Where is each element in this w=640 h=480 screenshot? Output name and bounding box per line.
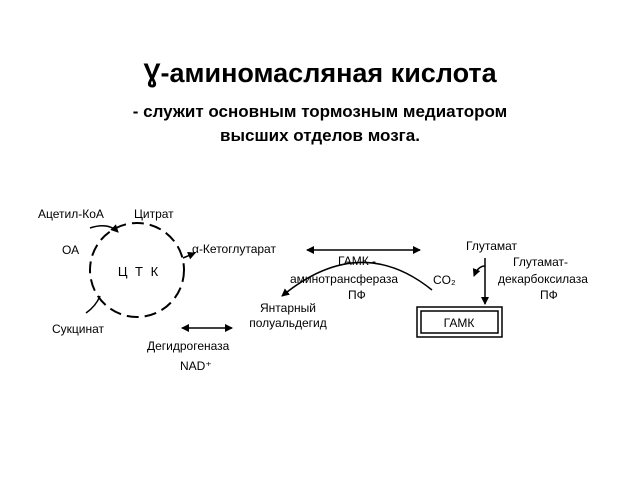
label-co2: CO₂ bbox=[433, 273, 456, 287]
gaba-box-outer bbox=[416, 306, 503, 338]
label-gaba: ГАМК bbox=[444, 316, 475, 330]
label-glutamate-decarboxylase: декарбоксилаза bbox=[498, 272, 588, 286]
slide-subtitle: - служит основным тормозным медиатором в… bbox=[0, 100, 640, 148]
label-citrate: Цитрат bbox=[134, 207, 174, 221]
slide-title: Ɣ-аминомасляная кислота bbox=[143, 58, 497, 88]
label-succinic-semialdehyde: Янтарный bbox=[260, 301, 316, 315]
succinate-exit-curve bbox=[85, 295, 101, 314]
co2-release-arrow bbox=[472, 265, 486, 277]
label-alpha-ketoglutarate: α-Кетоглутарат bbox=[192, 242, 276, 256]
gaba-box-inner bbox=[420, 310, 499, 334]
label-glutamate: Глутамат bbox=[466, 239, 518, 253]
label-dehydrogenase: Дегидрогеназа bbox=[147, 339, 230, 353]
krebs-cycle-circle bbox=[89, 222, 185, 318]
label-gaba-transaminase: ГАМК - bbox=[338, 254, 376, 268]
subtitle-line: - служит основным тормозным медиатором bbox=[132, 102, 508, 121]
label-succinate: Сукцинат bbox=[52, 322, 105, 336]
label-gaba-transaminase: аминотрансфераза bbox=[290, 272, 398, 286]
cycle-to-ketoglutarate-arrow bbox=[182, 252, 196, 260]
label-pf: ПФ bbox=[540, 288, 558, 302]
gaba-to-semialdehyde-arrow bbox=[281, 261, 433, 297]
acetyl-coa-entry-arrow bbox=[89, 224, 119, 233]
label-glutamate-decarboxylase: Глутамат- bbox=[513, 255, 568, 269]
label-succinic-semialdehyde: полуальдегид bbox=[249, 316, 326, 330]
label-oa: ОА bbox=[62, 243, 79, 257]
label-pf: ПФ bbox=[348, 288, 366, 302]
label-acetyl-coa: Ацетил-КоА bbox=[38, 207, 104, 221]
subtitle-line: высших отделов мозга. bbox=[220, 126, 420, 145]
label-cycle: Ц Т К bbox=[118, 264, 160, 279]
label-nad: NAD⁺ bbox=[180, 359, 212, 373]
